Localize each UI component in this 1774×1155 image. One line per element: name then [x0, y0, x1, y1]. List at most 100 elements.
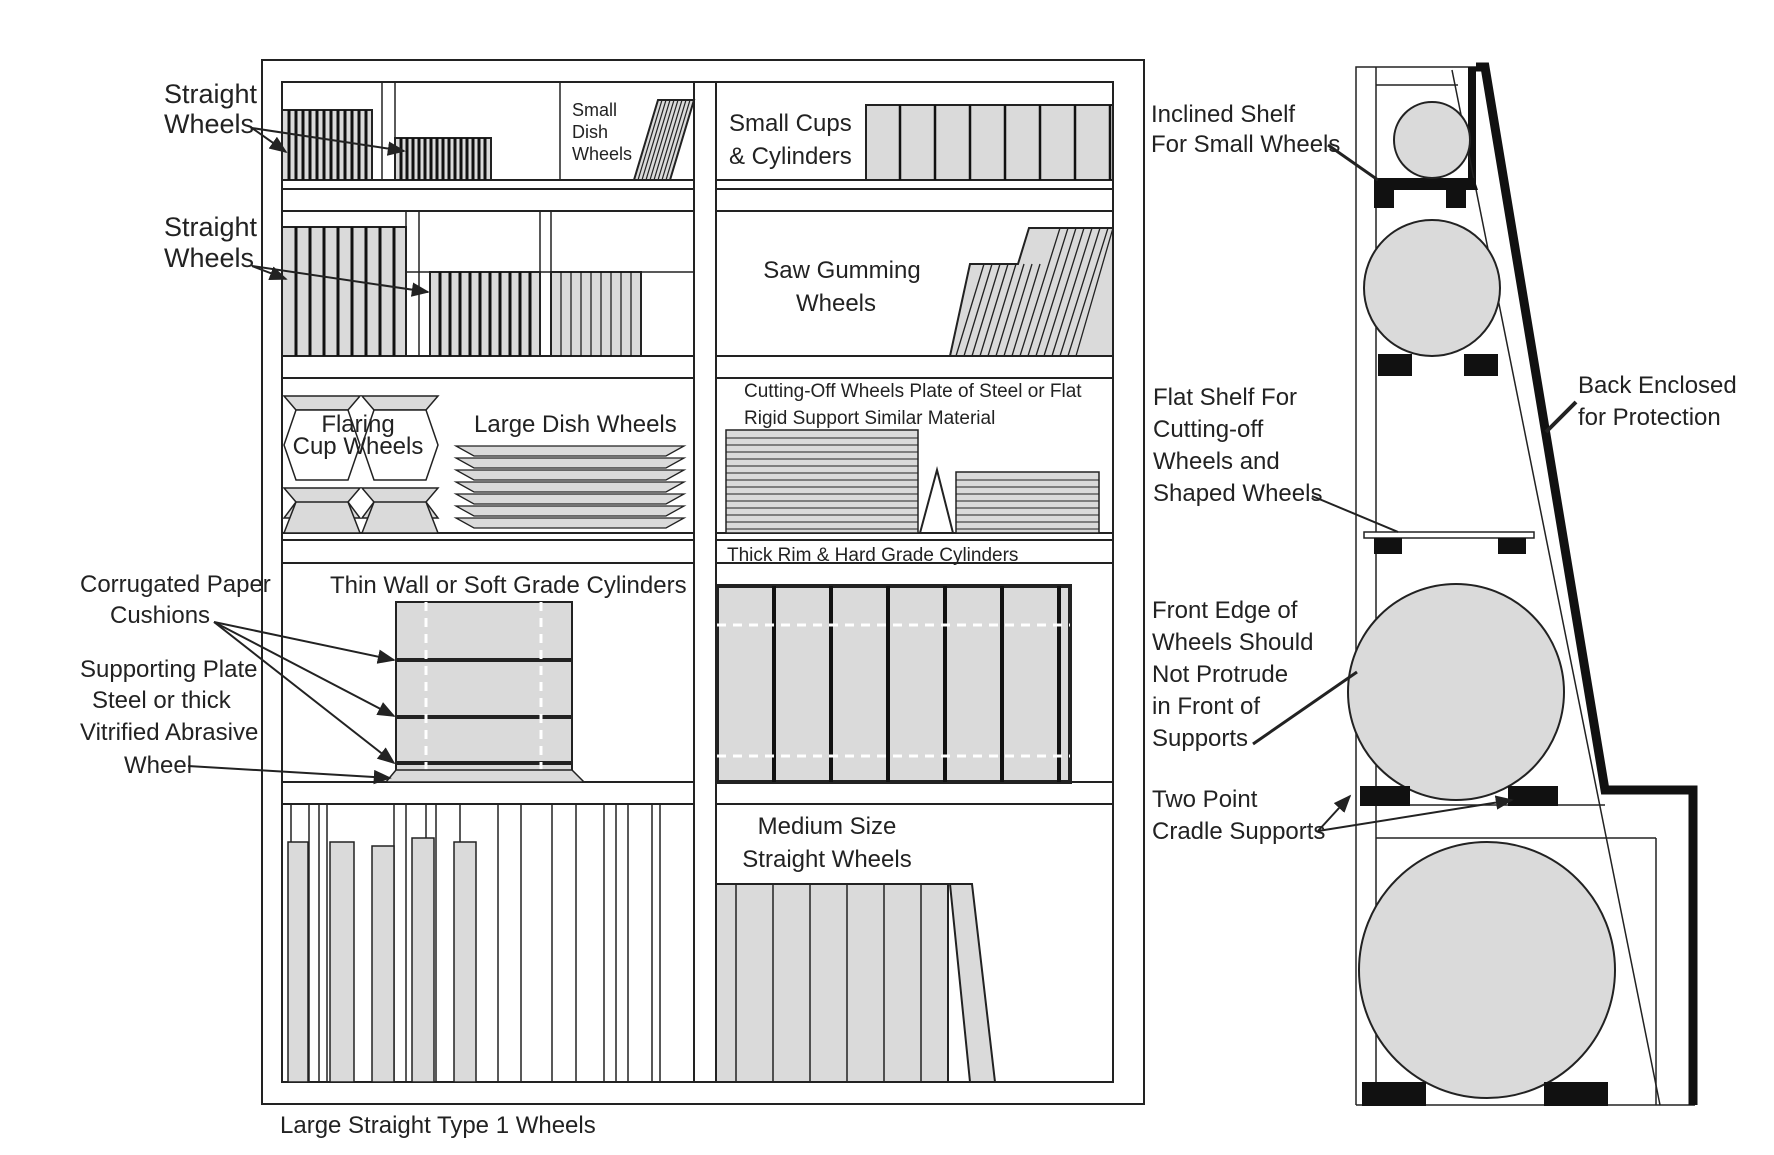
label-large-dish: Large Dish Wheels	[474, 411, 677, 438]
cabinet-labels: Straight Wheels Straight Wheels Small Di…	[80, 79, 1082, 1139]
straight-wheels-row2	[281, 211, 694, 357]
back-enclosure	[1476, 62, 1698, 1105]
label-corrugated-2: Cushions	[110, 602, 210, 629]
saw-wheel-edge	[1075, 227, 1114, 357]
thick-rim-cylinders	[715, 584, 1072, 784]
label-small-cups-2: & Cylinders	[729, 143, 852, 170]
saw-wheel-edge	[979, 263, 1009, 357]
storage-cabinet	[261, 59, 1145, 1105]
flaring-cup-outline	[361, 409, 439, 481]
dish-edge	[641, 99, 667, 181]
label-front-edge-4: in Front of	[1152, 693, 1260, 720]
flaring-cup-top	[282, 395, 362, 411]
saw-wheel-edge	[987, 263, 1017, 357]
large-dish-wheels	[453, 445, 687, 529]
saw-gumming-wheels	[948, 227, 1114, 357]
saw-wheel-edge	[1051, 227, 1093, 357]
large-straight-wheel	[411, 837, 435, 1083]
largest-wheel	[1358, 841, 1616, 1099]
saw-wheel-edge	[971, 263, 1001, 357]
label-supporting-1: Supporting Plate	[80, 656, 257, 683]
label-small-cups-1: Small Cups	[729, 110, 852, 137]
label-flaring-1: Flaring	[321, 411, 394, 438]
dish-edge	[653, 99, 679, 181]
flaring-cup-wheels	[282, 395, 440, 534]
label-flat-shelf-4: Shaped Wheels	[1153, 480, 1322, 507]
saw-wheel-edge	[955, 263, 985, 357]
label-straight-wheels-2: Straight	[164, 212, 258, 242]
label-flat-shelf-1: Flat Shelf For	[1153, 384, 1297, 411]
cradle-support	[1378, 354, 1412, 376]
flat-shelf	[1363, 531, 1535, 539]
rack-leader-lines	[1252, 143, 1578, 832]
large-straight-wheels	[287, 804, 661, 1083]
label-cutting-off-1: Cutting-Off Wheels Plate of Steel or Fla…	[744, 381, 1082, 402]
large-straight-wheel	[453, 841, 477, 1083]
label-corrugated-1: Corrugated Paper	[80, 571, 271, 598]
label-saw-gumming-2: Wheels	[796, 290, 876, 317]
small-dish-hatching	[637, 99, 691, 181]
inclined-shelf	[1374, 178, 1478, 190]
label-straight-wheels-2b: Wheels	[164, 243, 254, 273]
dish-edge	[645, 99, 671, 181]
dish-edge	[661, 99, 687, 181]
dish-wheel	[453, 505, 687, 517]
saw-wheel-edge	[1035, 227, 1077, 357]
label-saw-gumming-1: Saw Gumming	[763, 257, 920, 284]
saw-wheel-edge	[1011, 263, 1041, 357]
saw-wheel-edge	[1027, 227, 1069, 357]
cradle-support	[1544, 1082, 1608, 1106]
cradle-support	[1508, 786, 1558, 806]
rack-labels: Inclined Shelf For Small Wheels Flat She…	[1151, 101, 1737, 845]
label-medium-1: Medium Size	[758, 813, 897, 840]
saw-wheel-edge	[1019, 227, 1061, 357]
straight-wheels-row1	[281, 82, 696, 181]
large-straight-wheel	[287, 841, 309, 1083]
dish-wheel	[453, 493, 687, 505]
large-straight-wheel	[329, 841, 355, 1083]
label-straight-wheels-1b: Wheels	[164, 109, 254, 139]
cabinet-outer-frame	[261, 59, 1145, 1105]
flaring-cup	[282, 501, 362, 534]
label-supporting-2: Steel or thick	[92, 687, 232, 714]
dish-wheel	[453, 445, 687, 457]
label-medium-2: Straight Wheels	[742, 846, 911, 873]
label-small-dish-1: Small	[572, 100, 617, 120]
dish-wheel	[453, 469, 687, 481]
saw-wheel-edge	[1059, 227, 1101, 357]
label-back-enclosed-2: for Protection	[1578, 404, 1721, 431]
label-inclined-2: For Small Wheels	[1151, 131, 1340, 158]
label-large-straight: Large Straight Type 1 Wheels	[280, 1112, 596, 1139]
cabinet-arrows	[187, 127, 430, 785]
large-wheel	[1347, 583, 1565, 801]
dish-edge	[657, 99, 683, 181]
cradle-support	[1360, 786, 1410, 806]
side-view-rack	[1347, 62, 1698, 1106]
label-small-dish-3: Wheels	[572, 144, 632, 164]
label-thin-wall: Thin Wall or Soft Grade Cylinders	[330, 572, 687, 599]
wheel-stack	[550, 271, 642, 357]
dish-wheel	[453, 457, 687, 469]
cabinet-inner-frame	[281, 81, 1114, 1083]
straight-wheel-stack-a	[281, 109, 373, 181]
label-front-edge-5: Supports	[1152, 725, 1248, 752]
label-front-edge-3: Not Protrude	[1152, 661, 1288, 688]
small-wheel	[1393, 101, 1471, 179]
label-straight-wheels-1: Straight	[164, 79, 258, 109]
wheel-stack	[429, 271, 541, 357]
straight-wheel-stack-b	[394, 137, 492, 181]
label-thick-rim: Thick Rim & Hard Grade Cylinders	[727, 545, 1018, 566]
saw-wheel-edge	[963, 263, 993, 357]
dish-wheel	[453, 481, 687, 493]
label-inclined-1: Inclined Shelf	[1151, 101, 1295, 128]
label-two-point-1: Two Point	[1152, 786, 1258, 813]
saw-wheel-edge	[1043, 227, 1085, 357]
medium-wheel	[1363, 219, 1501, 357]
dish-edge	[649, 99, 675, 181]
label-back-enclosed-1: Back Enclosed	[1578, 372, 1737, 399]
saw-wheel-edge	[995, 263, 1025, 357]
dish-wheel	[453, 517, 687, 529]
medium-straight-wheels	[715, 883, 997, 1083]
